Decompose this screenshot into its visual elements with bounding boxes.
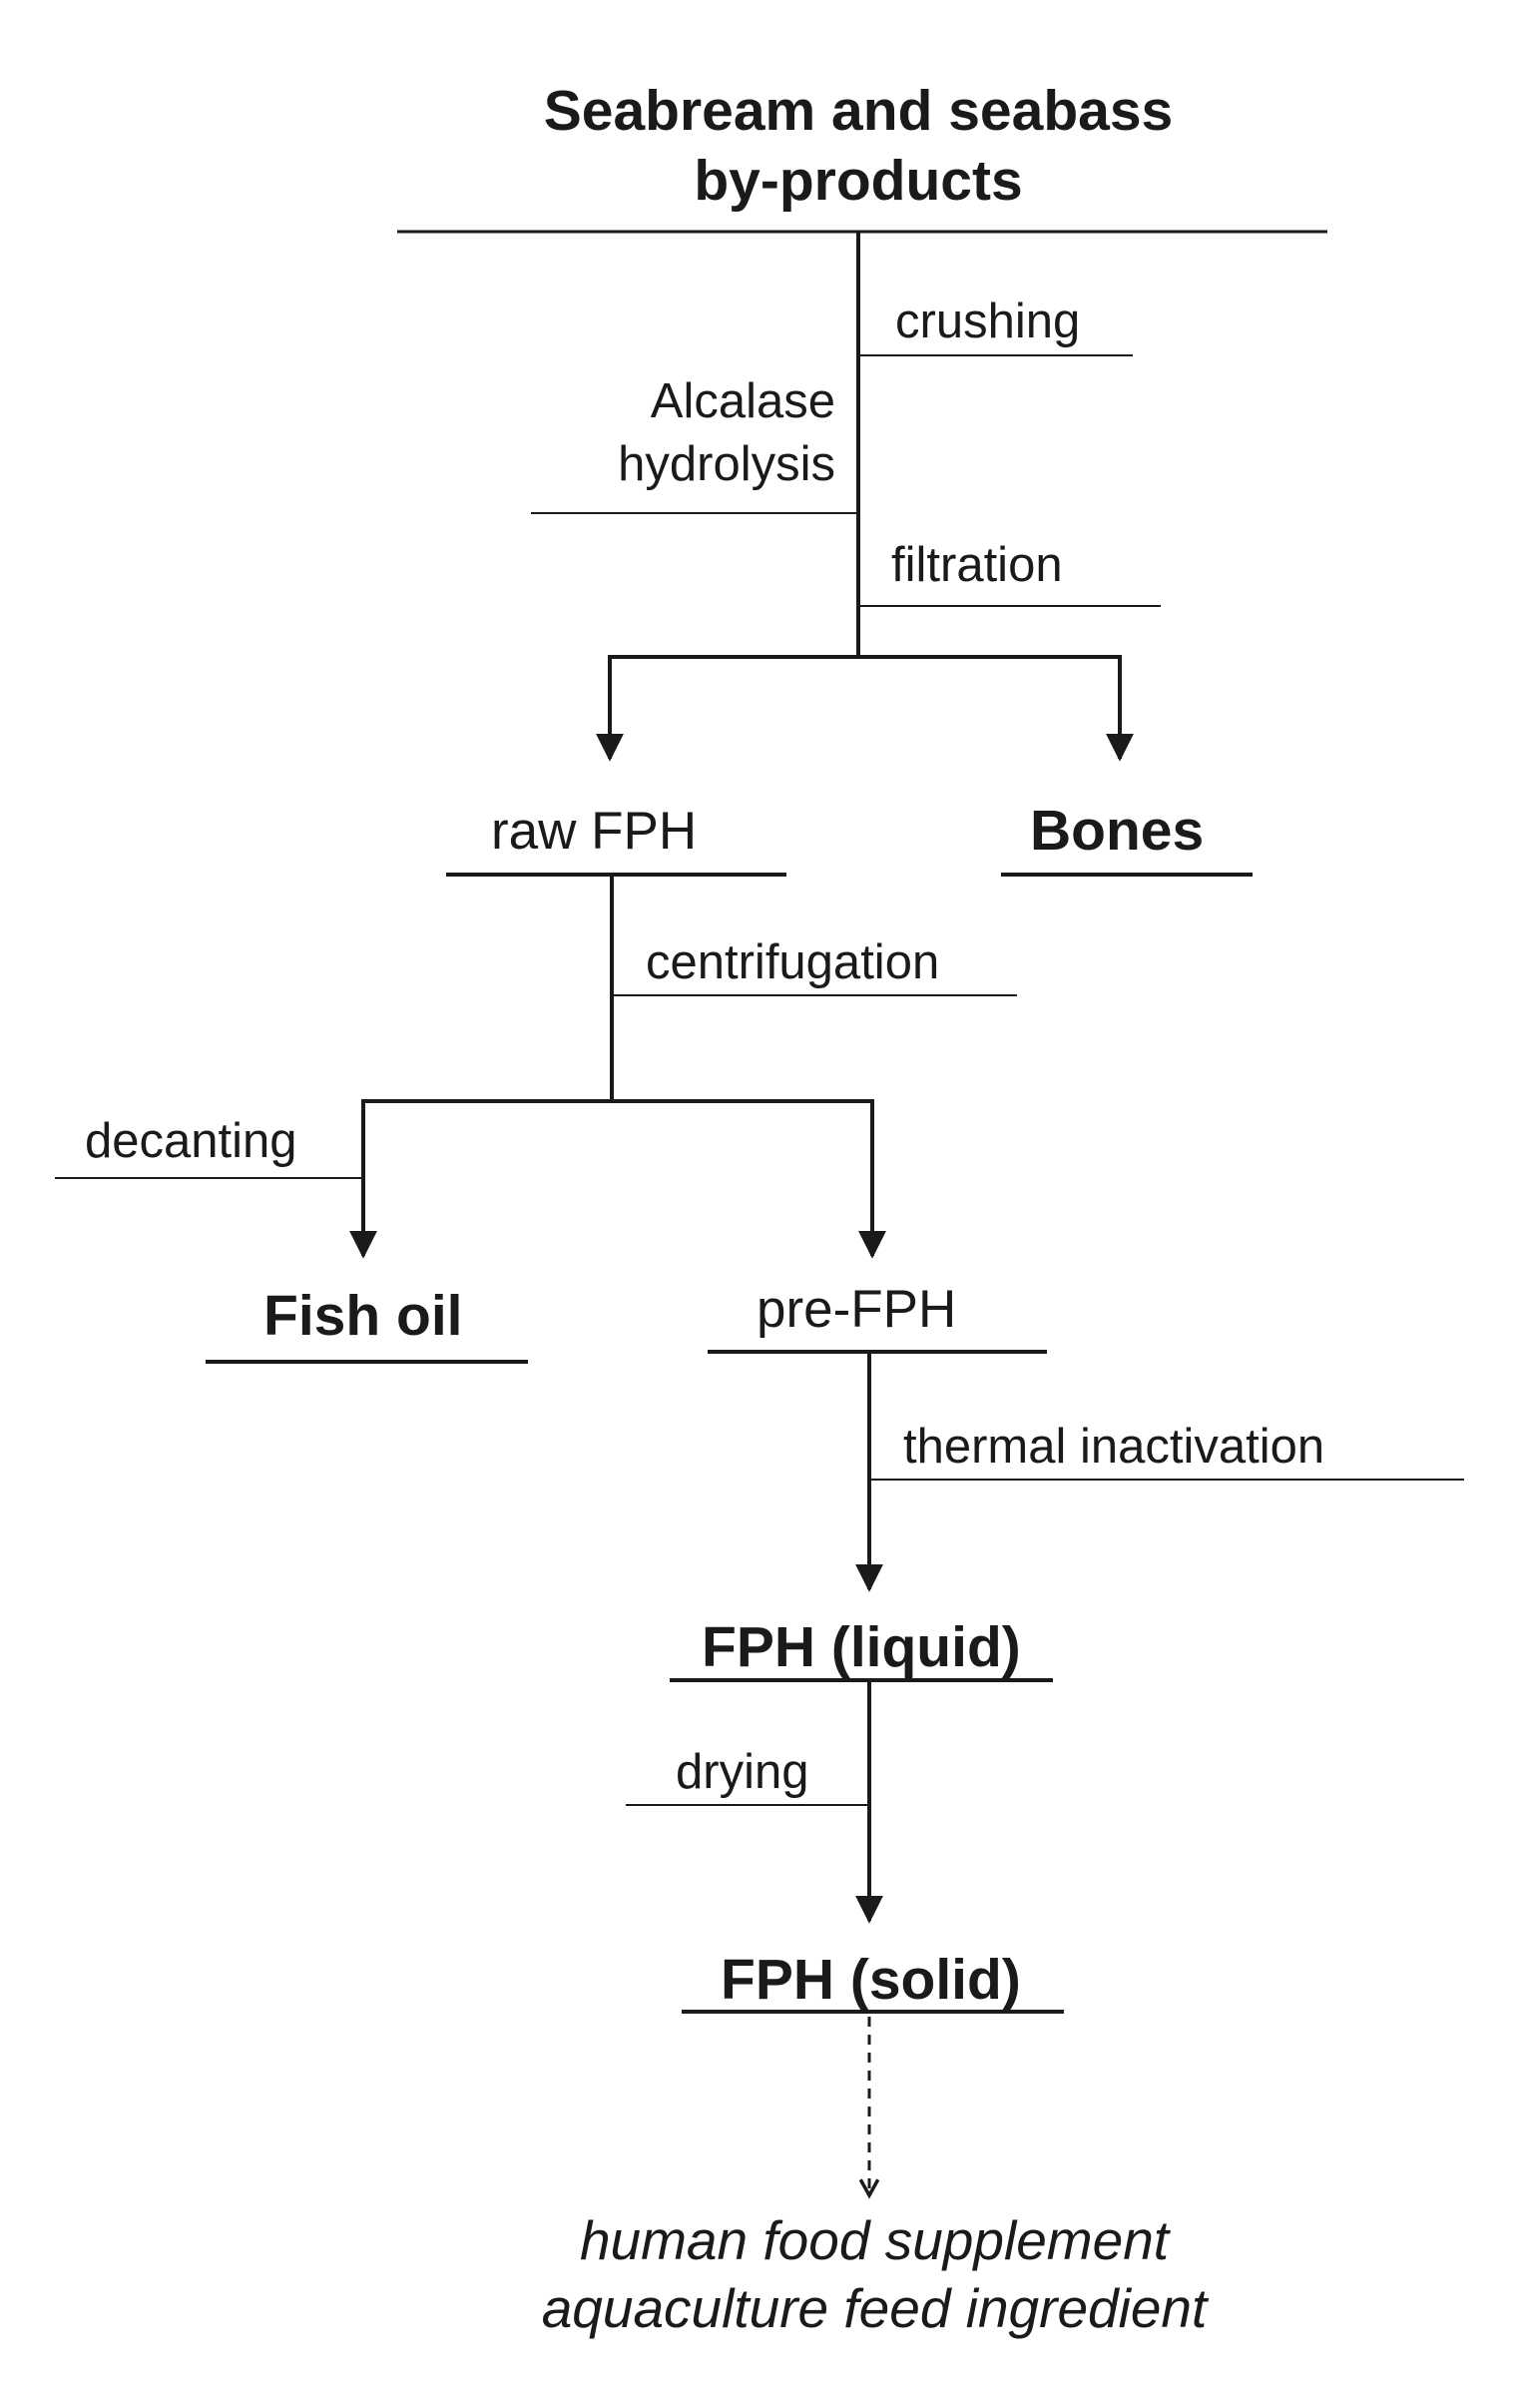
diagram-title: Seabream and seabass by-products	[359, 76, 1357, 216]
node-fph-solid: FPH (solid)	[721, 1948, 1021, 2012]
title-line-2: by-products	[694, 149, 1023, 213]
node-bones: Bones	[1030, 799, 1205, 863]
step-centrifugation: centrifugation	[646, 935, 940, 989]
node-raw-fph: raw FPH	[491, 802, 698, 861]
split-raw-bones	[596, 655, 1134, 762]
step-decanting: decanting	[85, 1114, 297, 1168]
node-fish-oil: Fish oil	[263, 1284, 463, 1348]
step-filtration: filtration	[891, 538, 1063, 592]
final-use-1: human food supplement	[579, 2209, 1170, 2271]
split-oil-pre	[349, 1099, 886, 1259]
step-alcalase-hydrolysis: Alcalase hydrolysis	[499, 370, 835, 496]
final-use-2: aquaculture feed ingredient	[541, 2277, 1208, 2339]
alcalase-line-1: Alcalase	[650, 374, 835, 428]
step-drying: drying	[676, 1745, 809, 1799]
step-crushing: crushing	[895, 295, 1081, 348]
alcalase-line-2: hydrolysis	[618, 437, 835, 491]
node-pre-fph: pre-FPH	[757, 1280, 957, 1339]
step-thermal-inactivation: thermal inactivation	[903, 1420, 1325, 1474]
node-fph-liquid: FPH (liquid)	[702, 1615, 1021, 1679]
title-line-1: Seabream and seabass	[543, 79, 1174, 143]
